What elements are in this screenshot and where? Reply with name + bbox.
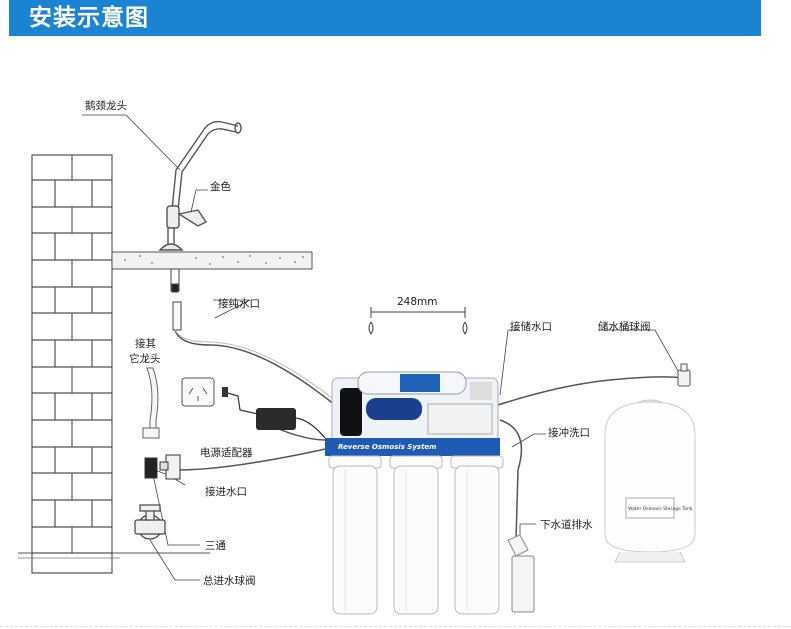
label-dimension: 248mm: [397, 296, 438, 308]
brick-wall: [31, 154, 113, 574]
ro-panel-text: Reverse Osmosis System: [338, 443, 437, 451]
label-main-inlet-valve: 总进水球阀: [203, 575, 256, 587]
label-gold-color: 金色: [210, 181, 231, 193]
storage-tank: [604, 399, 696, 563]
ro-machine: [325, 371, 500, 456]
main-inlet-valve: [134, 504, 166, 540]
tank-label-text: Water Osmosis Storage Tank: [628, 507, 693, 512]
tee-connector: [144, 454, 181, 480]
label-power-adapter: 电源适配器: [200, 447, 253, 459]
bottom-divider: [0, 626, 791, 627]
gooseneck-faucet: [158, 120, 242, 251]
label-other-faucet-1: 接其: [135, 338, 156, 350]
label-drain: 下水道排水: [540, 519, 593, 531]
label-other-faucet-2: 它龙头: [129, 353, 161, 365]
label-gooseneck-faucet: 鹅颈龙头: [85, 100, 127, 112]
page-title: 安装示意图: [29, 5, 149, 31]
wall-socket: [181, 377, 215, 407]
countertop: [111, 251, 313, 270]
header-bar: 安装示意图: [9, 0, 761, 36]
label-storage-port: 接储水口: [510, 321, 552, 333]
leader-lines: [82, 114, 687, 581]
filter-housings: [328, 455, 504, 615]
label-flush-port: 接冲洗口: [548, 427, 590, 439]
drain-fitting: [507, 534, 535, 613]
faucet-shank: [170, 268, 182, 331]
label-pure-water-port: 接纯水口: [218, 298, 260, 310]
label-inlet-port: 接进水口: [205, 486, 247, 498]
label-tee: 三通: [205, 540, 226, 552]
tank-ball-valve: [677, 363, 691, 387]
pipes: [174, 329, 684, 541]
power-adapter: [222, 387, 326, 439]
dimension-marker: [368, 307, 468, 335]
label-tank-ball-valve: 储水桶球阀: [598, 321, 651, 333]
braided-hose: [142, 367, 160, 439]
